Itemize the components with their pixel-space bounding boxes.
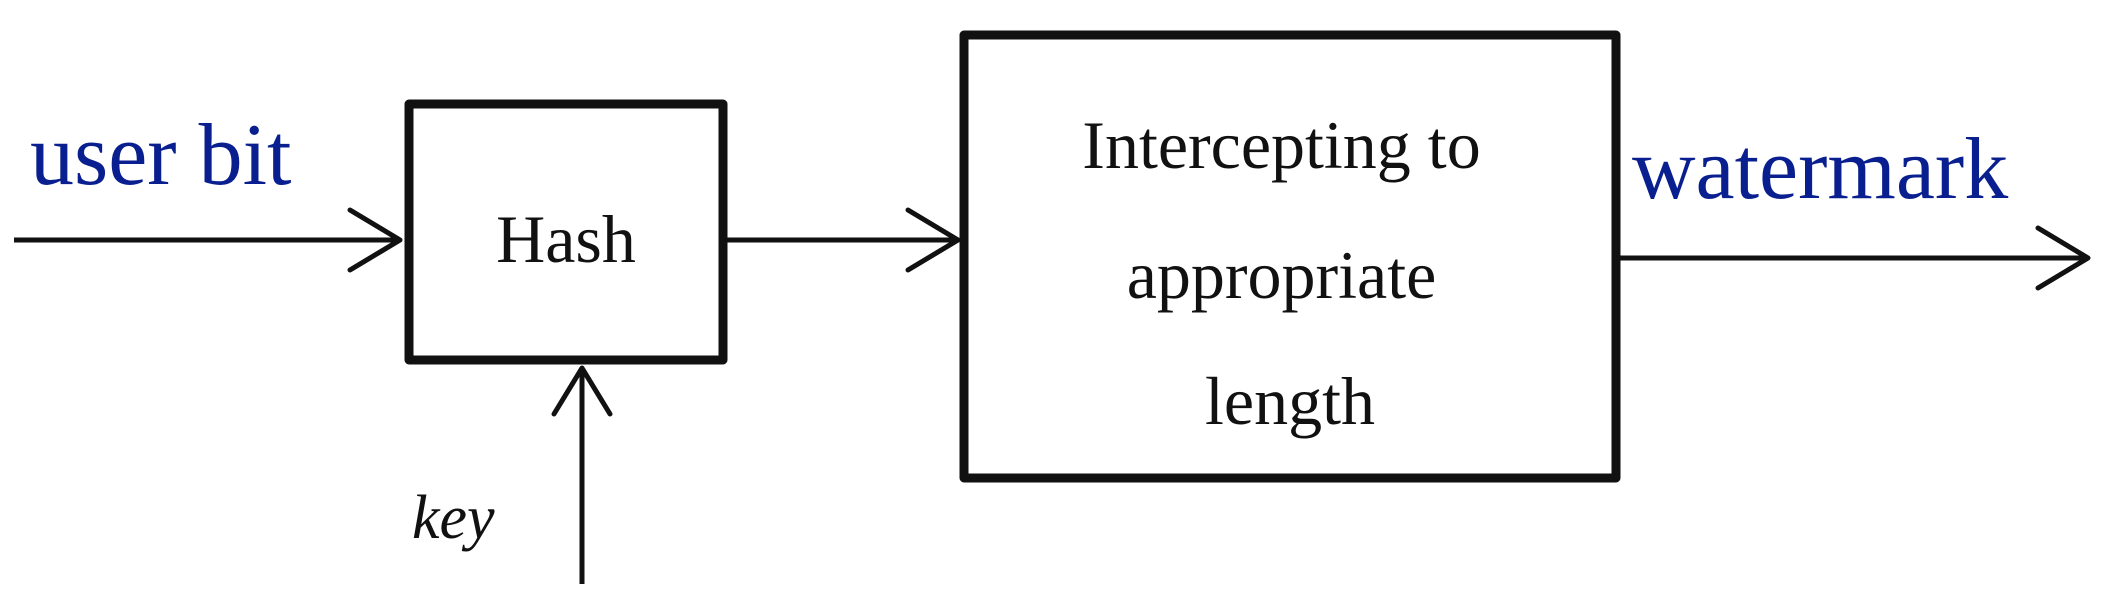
hash-block — [404, 99, 728, 365]
hash-to-intercept-arrow — [727, 207, 961, 273]
intercept-block — [959, 30, 1621, 483]
intercept-block-line-2: appropriate — [1127, 237, 1437, 313]
output-arrow — [1620, 225, 2091, 291]
intercept-block-label: Intercepting to appropriate length — [1082, 107, 1497, 439]
output-label: watermark — [1632, 121, 2008, 218]
intercept-block-line-3: length — [1205, 363, 1375, 439]
input-arrow — [14, 207, 403, 273]
key-label: key — [412, 484, 495, 552]
intercept-block-line-1: Intercepting to — [1082, 107, 1480, 183]
key-arrow — [551, 365, 613, 584]
hash-block-label: Hash — [496, 201, 636, 277]
input-label: user bit — [30, 107, 292, 204]
